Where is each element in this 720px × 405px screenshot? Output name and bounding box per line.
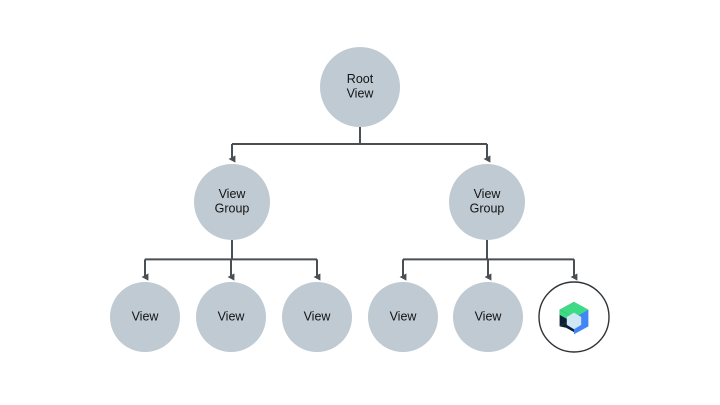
node-label-view-1: View (132, 309, 160, 323)
node-circle-view-3[interactable] (282, 282, 352, 352)
node-circle-vg-left[interactable] (194, 164, 270, 240)
node-view-1[interactable]: View (110, 282, 180, 352)
node-view-3[interactable]: View (282, 282, 352, 352)
node-label-view-5: View (475, 309, 503, 323)
node-circle-view-5[interactable] (453, 282, 523, 352)
node-label-vg-right: Group (470, 202, 505, 216)
jetpack-compose-logo-icon (559, 301, 589, 335)
node-label-vg-right: View (474, 187, 502, 201)
node-view-5[interactable]: View (453, 282, 523, 352)
node-view-2[interactable]: View (196, 282, 266, 352)
node-circle-view-1[interactable] (110, 282, 180, 352)
node-compose[interactable] (538, 281, 610, 353)
logo-core-hexagon (566, 312, 582, 330)
node-circle-view-2[interactable] (196, 282, 266, 352)
node-label-view-4: View (390, 309, 418, 323)
node-view-4[interactable]: View (368, 282, 438, 352)
node-label-vg-left: View (219, 187, 247, 201)
node-circle-view-4[interactable] (368, 282, 438, 352)
node-label-root: Root (347, 72, 374, 86)
node-label-view-3: View (304, 309, 332, 323)
node-circle-vg-right[interactable] (449, 164, 525, 240)
connector-layer (141, 127, 578, 281)
node-label-vg-left: Group (215, 202, 250, 216)
node-circle-root[interactable] (320, 47, 400, 127)
logo-facet-top (559, 301, 589, 318)
node-label-root: View (347, 87, 375, 101)
node-label-view-2: View (218, 309, 246, 323)
